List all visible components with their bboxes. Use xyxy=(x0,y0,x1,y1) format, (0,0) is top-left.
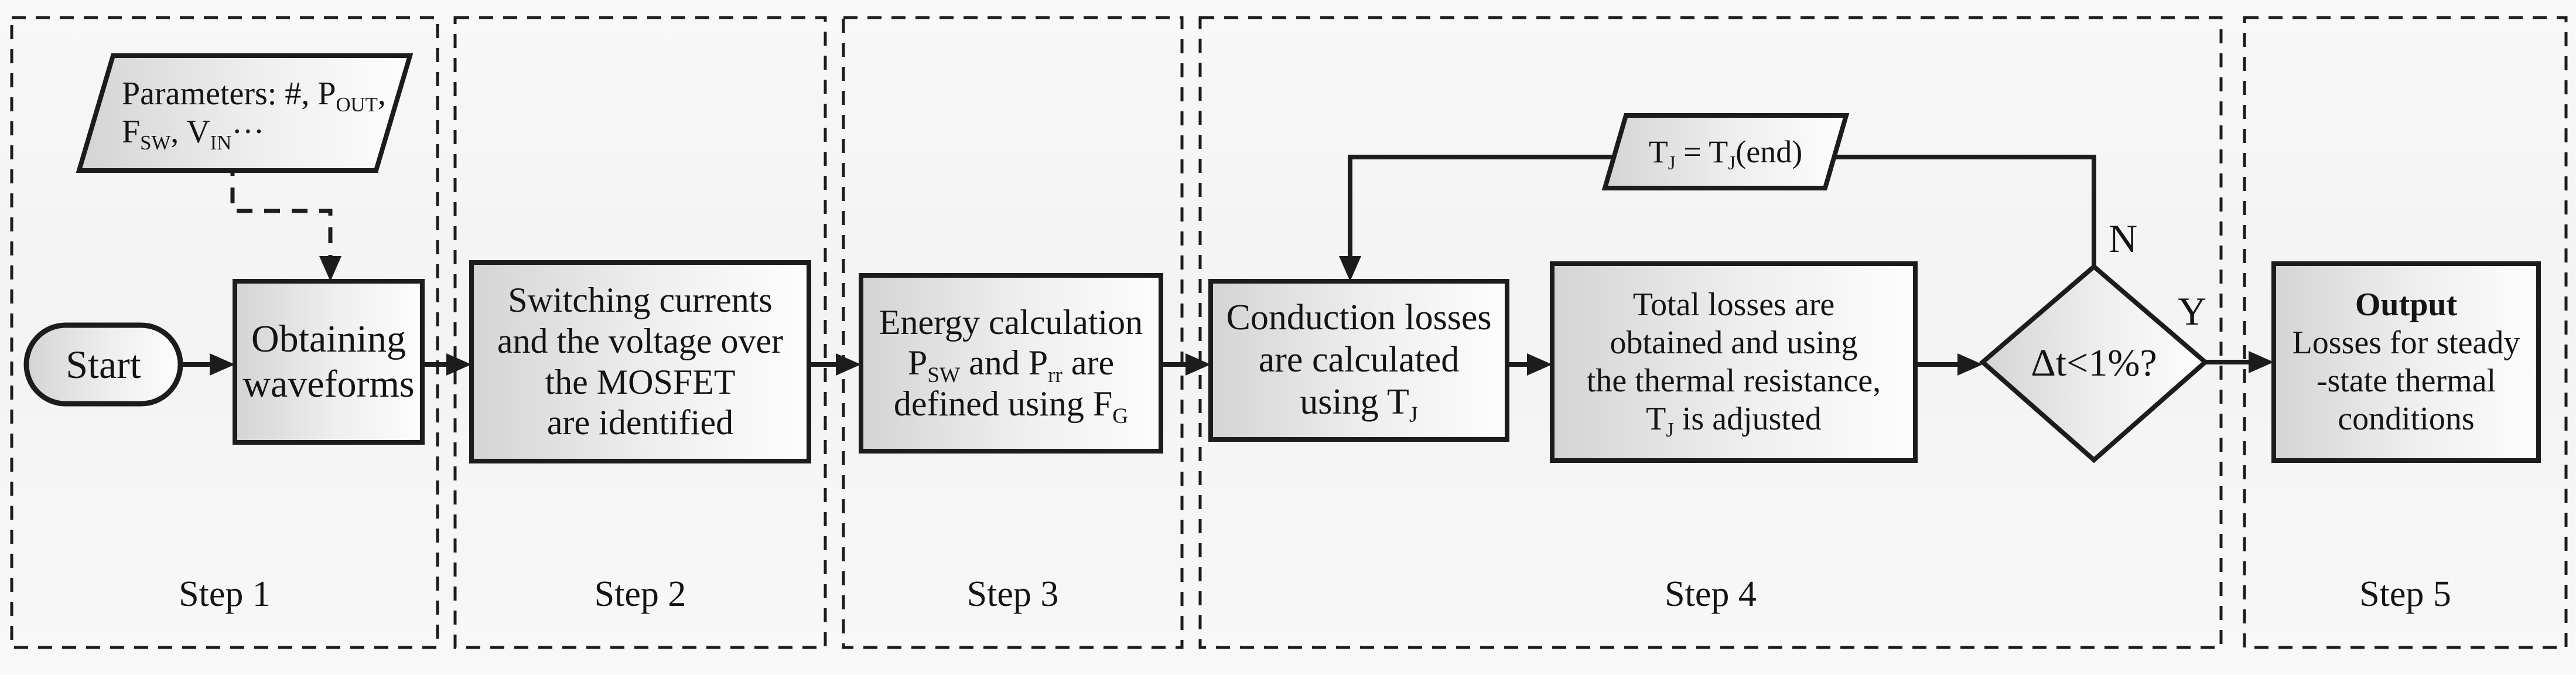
loop-back-arrowhead xyxy=(1339,256,1361,281)
start-stadium xyxy=(23,322,183,407)
flow-arrowhead xyxy=(1185,353,1211,376)
panel-step-4 xyxy=(1198,16,2223,649)
energy-box xyxy=(859,273,1163,454)
obtaining-box xyxy=(233,279,425,445)
flow-arrowhead xyxy=(210,353,235,376)
conduction-box xyxy=(1208,279,1509,442)
panel-step-5 xyxy=(2243,16,2568,649)
parameters-connector-dashed xyxy=(230,160,333,257)
panel-step-2 xyxy=(453,16,827,649)
output-box xyxy=(2271,261,2541,463)
decision-diamond xyxy=(1979,263,2209,463)
parameters-connector-arrowhead xyxy=(319,256,341,281)
parameters-parallelogram xyxy=(76,53,414,173)
flow-arrowhead xyxy=(1527,353,1552,376)
flow-arrowhead xyxy=(446,353,472,376)
panel-step-3 xyxy=(842,16,1184,649)
flow-arrowhead xyxy=(836,353,861,376)
total-losses-box xyxy=(1550,261,1918,463)
flow-arrowhead xyxy=(1957,353,1983,376)
switching-box xyxy=(469,260,811,463)
flow-arrowhead xyxy=(2249,351,2274,373)
tj-update-parallelogram xyxy=(1601,113,1850,190)
